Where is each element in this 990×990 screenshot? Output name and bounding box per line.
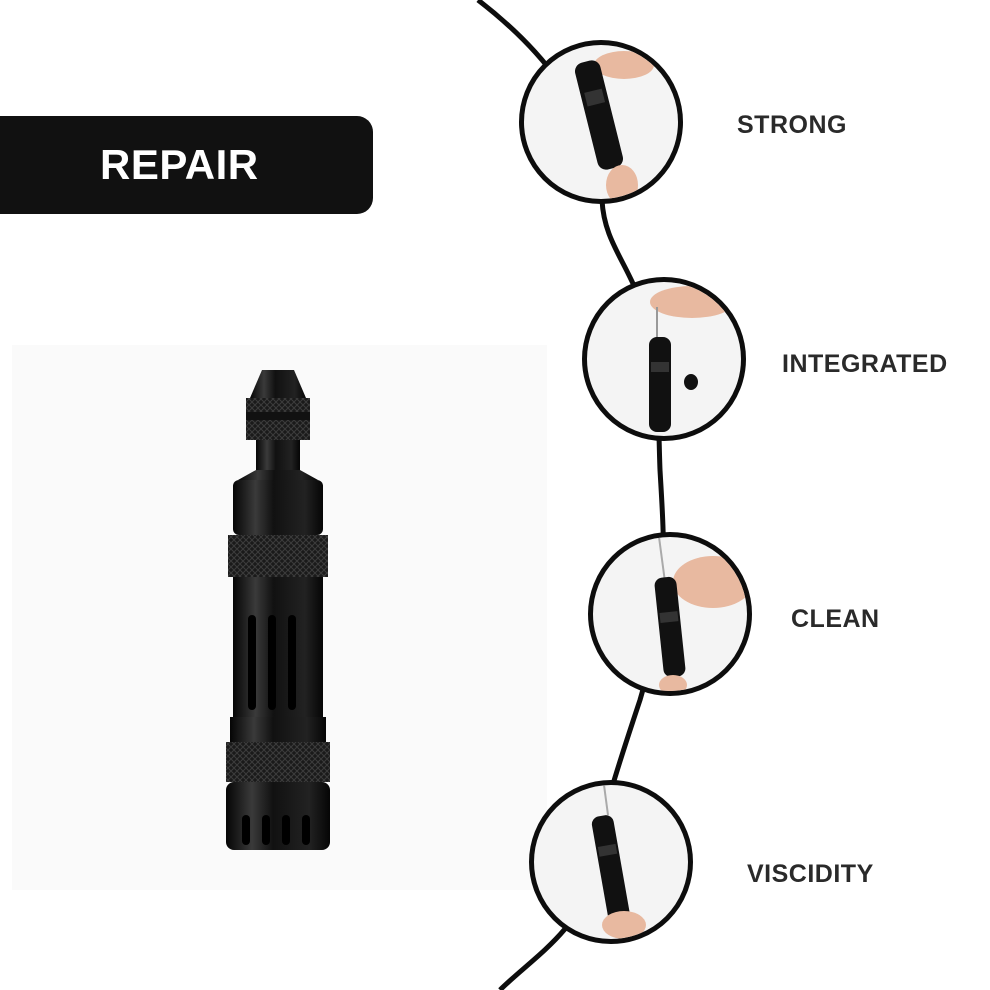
feature-label-strong: STRONG (737, 111, 847, 139)
banner-title: REPAIR (100, 141, 259, 188)
feature-label-clean: CLEAN (791, 605, 880, 633)
feature-photo-integrated (582, 277, 746, 441)
repair-banner: REPAIR (0, 116, 373, 214)
feature-photo-viscidity (529, 780, 693, 944)
pin-vise-bit-insert-icon (649, 286, 734, 432)
pin-vise-held-icon (574, 51, 654, 199)
feature-photo-strong (519, 40, 683, 204)
pin-vise-cleaning-icon (654, 537, 747, 691)
pin-vise-drilling-icon (591, 785, 646, 939)
feature-label-integrated: INTEGRATED (782, 350, 948, 378)
feature-label-viscidity: VISCIDITY (747, 860, 874, 888)
feature-photo-clean (588, 532, 752, 696)
